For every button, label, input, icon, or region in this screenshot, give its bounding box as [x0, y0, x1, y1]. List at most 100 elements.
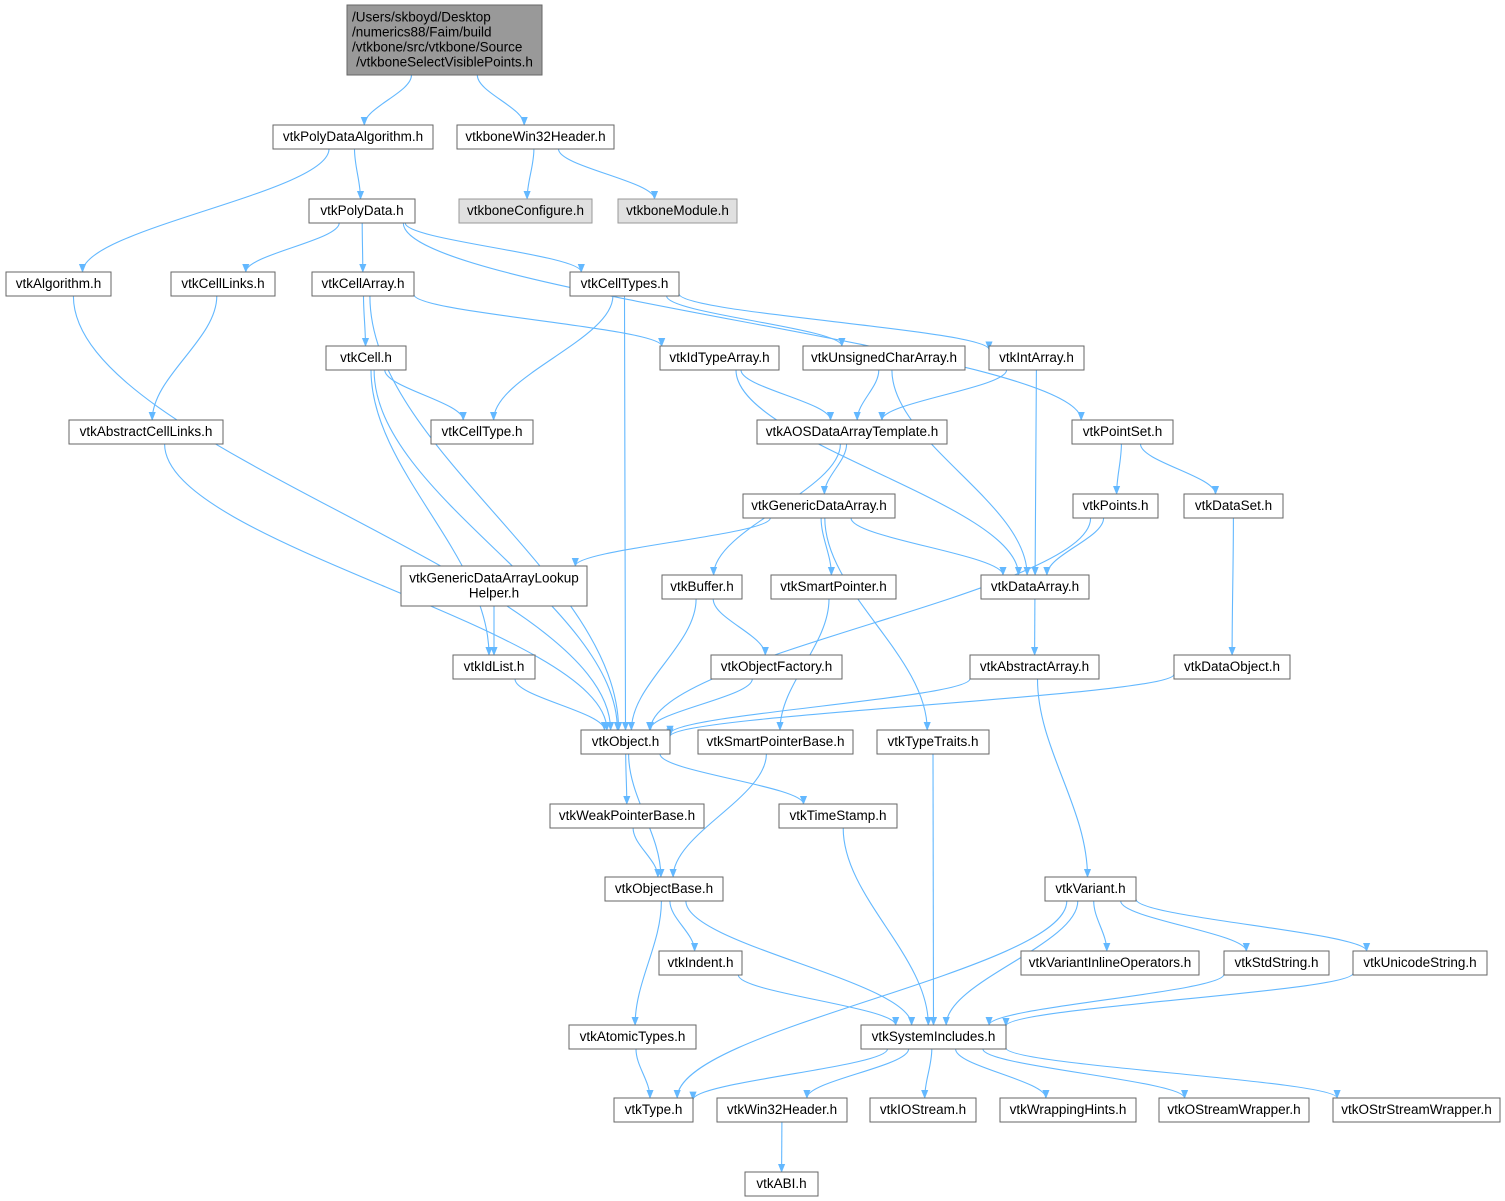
node-bonewin32header[interactable]: vtkboneWin32Header.h — [456, 124, 615, 150]
edge-aosdataarraytemplate-to-genericdataarray — [820, 443, 848, 495]
node-objectbase[interactable]: vtkObjectBase.h — [604, 876, 724, 902]
node-label-atomictypes: vtkAtomicTypes.h — [580, 1029, 686, 1044]
node-typetraits[interactable]: vtkTypeTraits.h — [876, 729, 990, 755]
node-label-abi: vtkABI.h — [756, 1176, 806, 1191]
node-type[interactable]: vtkType.h — [613, 1097, 694, 1123]
node-smartpointerbase[interactable]: vtkSmartPointerBase.h — [697, 729, 854, 755]
node-aosdataarraytemplate[interactable]: vtkAOSDataArrayTemplate.h — [756, 419, 948, 445]
node-pointset[interactable]: vtkPointSet.h — [1071, 419, 1174, 445]
node-box-weakpointerbase — [549, 803, 705, 829]
node-box-atomictypes — [568, 1024, 697, 1050]
edges-layer — [72, 74, 1371, 1173]
node-indent[interactable]: vtkIndent.h — [658, 950, 743, 976]
node-label-timestamp: vtkTimeStamp.h — [789, 808, 886, 823]
node-win32header[interactable]: vtkWin32Header.h — [716, 1097, 848, 1123]
node-label-objectfactory: vtkObjectFactory.h — [721, 659, 833, 674]
node-label-objectbase: vtkObjectBase.h — [615, 881, 713, 896]
node-genericdataarray[interactable]: vtkGenericDataArray.h — [742, 493, 896, 519]
node-polydataalgorithm[interactable]: vtkPolyDataAlgorithm.h — [272, 124, 434, 150]
nodes-layer: /Users/skboyd/Desktop/numerics88/Faim/bu… — [5, 4, 1501, 1197]
node-label-type: vtkType.h — [625, 1102, 683, 1117]
node-abstractarray[interactable]: vtkAbstractArray.h — [969, 654, 1100, 680]
edge-systemincludes-to-iostream — [921, 1048, 933, 1099]
node-box-pointset — [1071, 419, 1174, 445]
node-idtypearray[interactable]: vtkIdTypeArray.h — [659, 345, 780, 371]
node-iostream[interactable]: vtkIOStream.h — [869, 1097, 977, 1123]
node-label-typetraits: vtkTypeTraits.h — [887, 734, 978, 749]
node-label-celltype: vtkCellType.h — [441, 424, 522, 439]
edge-dataset-to-dataobject — [1228, 517, 1236, 656]
node-points[interactable]: vtkPoints.h — [1072, 493, 1159, 519]
node-timestamp[interactable]: vtkTimeStamp.h — [778, 803, 898, 829]
node-boneconfigure[interactable]: vtkboneConfigure.h — [458, 198, 593, 224]
node-label-abstractcelllinks: vtkAbstractCellLinks.h — [80, 424, 213, 439]
node-polydata[interactable]: vtkPolyData.h — [308, 198, 416, 224]
node-box-abstractcelllinks — [68, 419, 224, 445]
node-label-polydataalgorithm: vtkPolyDataAlgorithm.h — [283, 129, 423, 144]
node-label-celltypes: vtkCellTypes.h — [581, 276, 669, 291]
edge-object-to-timestamp — [659, 753, 808, 805]
node-label-intarray: vtkIntArray.h — [999, 350, 1074, 365]
node-dataarray[interactable]: vtkDataArray.h — [980, 574, 1090, 600]
edge-indent-to-systemincludes — [737, 974, 900, 1026]
node-smartpointer[interactable]: vtkSmartPointer.h — [770, 574, 897, 600]
edge-atomictypes-to-type — [635, 1048, 654, 1099]
edge-genericdataarray-to-lookuphelper — [571, 517, 771, 567]
node-variant[interactable]: vtkVariant.h — [1044, 876, 1137, 902]
node-abstractcelllinks[interactable]: vtkAbstractCellLinks.h — [68, 419, 224, 445]
node-label-root: /numerics88/Faim/build — [352, 25, 492, 40]
node-stdstring[interactable]: vtkStdString.h — [1223, 950, 1330, 976]
edge-cell-to-object — [373, 369, 621, 731]
node-box-variantinlineoperators — [1020, 950, 1200, 976]
node-ostreamwrapper[interactable]: vtkOStreamWrapper.h — [1158, 1097, 1310, 1123]
node-label-idtypearray: vtkIdTypeArray.h — [669, 350, 769, 365]
node-wrappinghints[interactable]: vtkWrappingHints.h — [999, 1097, 1137, 1123]
node-variantinlineoperators[interactable]: vtkVariantInlineOperators.h — [1020, 950, 1200, 976]
node-box-polydataalgorithm — [272, 124, 434, 150]
node-label-root: /vtkboneSelectVisiblePoints.h — [356, 55, 533, 70]
node-objectfactory[interactable]: vtkObjectFactory.h — [710, 654, 843, 680]
node-celllinks[interactable]: vtkCellLinks.h — [170, 271, 276, 297]
node-cell[interactable]: vtkCell.h — [325, 345, 407, 371]
node-object[interactable]: vtkObject.h — [580, 729, 671, 755]
node-label-smartpointer: vtkSmartPointer.h — [780, 579, 887, 594]
node-root[interactable]: /Users/skboyd/Desktop/numerics88/Faim/bu… — [346, 4, 543, 76]
node-weakpointerbase[interactable]: vtkWeakPointerBase.h — [549, 803, 705, 829]
node-celltypes[interactable]: vtkCellTypes.h — [569, 271, 680, 297]
node-label-indent: vtkIndent.h — [667, 955, 733, 970]
node-box-idtypearray — [659, 345, 780, 371]
node-label-bonemodule: vtkboneModule.h — [626, 203, 729, 218]
edge-object-to-weakpointerbase — [623, 753, 631, 805]
node-label-buffer: vtkBuffer.h — [670, 579, 734, 594]
node-label-variant: vtkVariant.h — [1055, 881, 1125, 896]
node-idlist[interactable]: vtkIdList.h — [452, 654, 536, 680]
node-label-unsignedchararray: vtkUnsignedCharArray.h — [811, 350, 957, 365]
node-ostrstreamwrapper[interactable]: vtkOStrStreamWrapper.h — [1332, 1097, 1501, 1123]
node-buffer[interactable]: vtkBuffer.h — [661, 574, 743, 600]
node-cellarray[interactable]: vtkCellArray.h — [311, 271, 415, 297]
node-box-ostreamwrapper — [1158, 1097, 1310, 1123]
edge-points-to-dataarray — [1043, 517, 1105, 576]
node-box-genericdataarray — [742, 493, 896, 519]
node-unsignedchararray[interactable]: vtkUnsignedCharArray.h — [802, 345, 966, 371]
node-dataset[interactable]: vtkDataSet.h — [1183, 493, 1284, 519]
node-label-lookuphelper: Helper.h — [469, 586, 519, 601]
edge-polydataalgorithm-to-algorithm — [78, 148, 330, 273]
node-box-win32header — [716, 1097, 848, 1123]
node-box-object — [580, 729, 671, 755]
node-dataobject[interactable]: vtkDataObject.h — [1173, 654, 1291, 680]
node-atomictypes[interactable]: vtkAtomicTypes.h — [568, 1024, 697, 1050]
edge-systemincludes-to-win32header — [803, 1048, 910, 1099]
node-algorithm[interactable]: vtkAlgorithm.h — [5, 271, 112, 297]
node-unicodestring[interactable]: vtkUnicodeString.h — [1352, 950, 1488, 976]
node-abi[interactable]: vtkABI.h — [744, 1171, 819, 1197]
node-label-unicodestring: vtkUnicodeString.h — [1363, 955, 1476, 970]
node-intarray[interactable]: vtkIntArray.h — [988, 345, 1085, 371]
node-box-dataset — [1183, 493, 1284, 519]
node-systemincludes[interactable]: vtkSystemIncludes.h — [860, 1024, 1007, 1050]
node-celltype[interactable]: vtkCellType.h — [430, 419, 534, 445]
node-bonemodule[interactable]: vtkboneModule.h — [617, 198, 738, 224]
edge-bonewin32header-to-bonemodule — [557, 148, 659, 200]
